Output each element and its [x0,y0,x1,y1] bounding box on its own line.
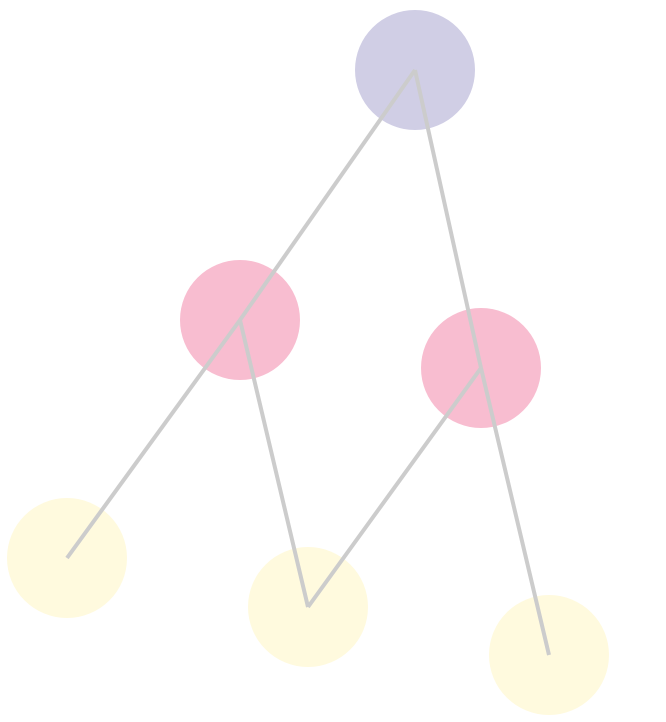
edge-mid-left-leaf-mid [238,319,310,608]
nodes-layer [7,10,609,715]
edge-root-mid-left [238,68,417,322]
edge-mid-right-leaf-right [479,367,551,656]
edges-layer [65,68,551,656]
edge-leaf-mid-mid-right [306,366,483,609]
edge-root-mid-right [413,69,483,369]
edge-mid-left-leaf-left [65,318,242,560]
